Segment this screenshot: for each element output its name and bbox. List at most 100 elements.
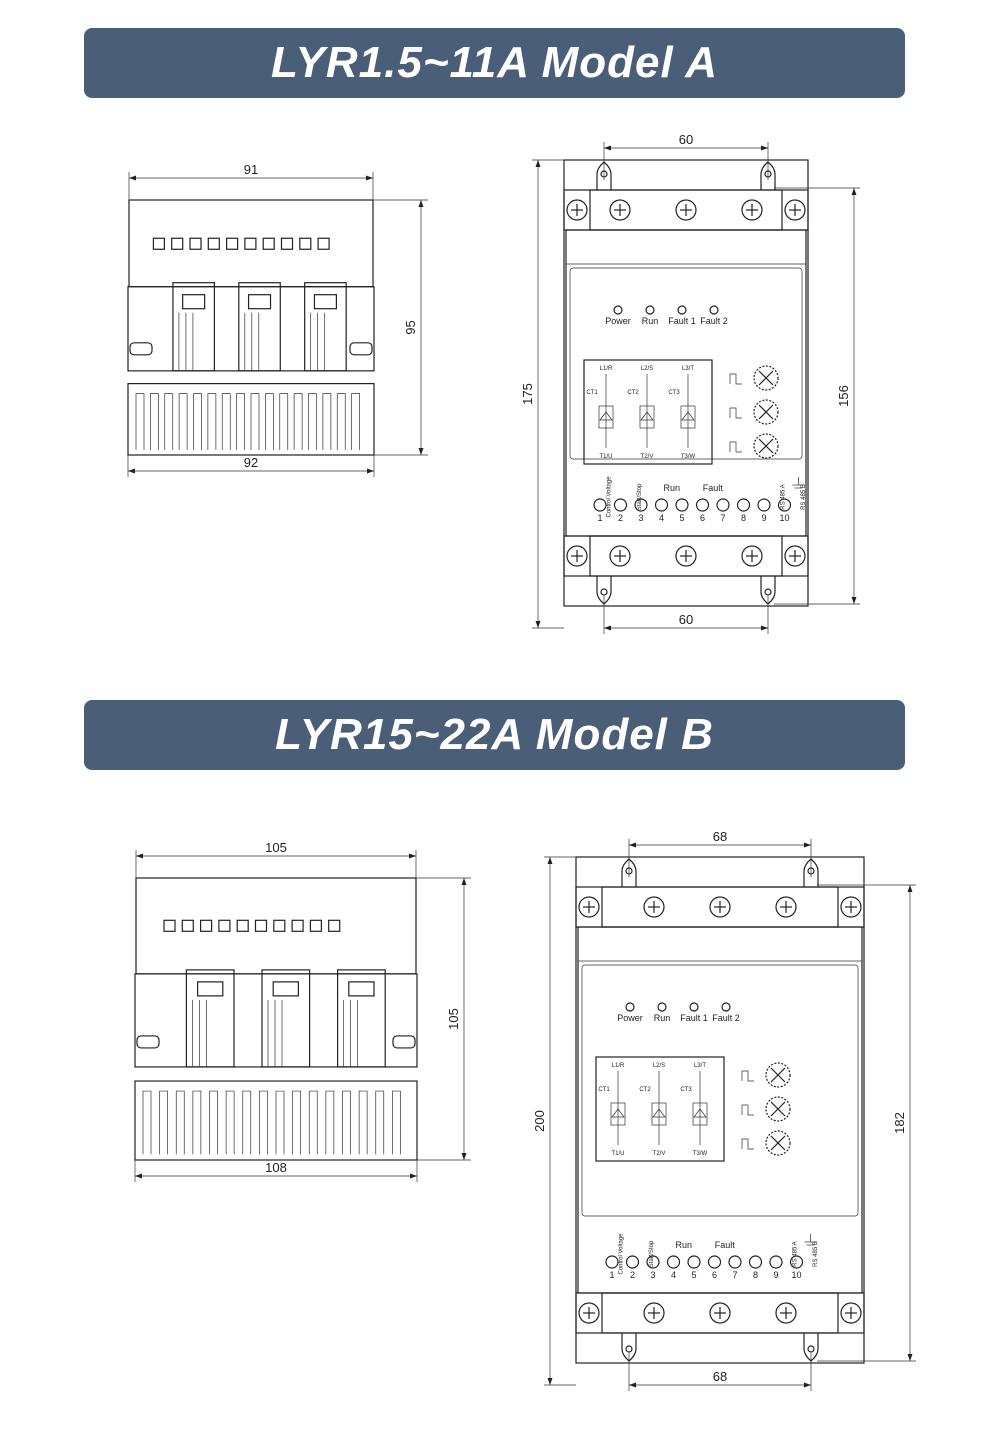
screw-icon xyxy=(609,199,631,221)
thyristor-symbol xyxy=(693,1108,707,1118)
vent-square xyxy=(152,237,165,250)
heat-sink-fin xyxy=(142,1090,152,1155)
dial-curve-icon xyxy=(741,1138,754,1150)
heat-sink-fin xyxy=(175,1090,185,1155)
terminal-label: RS 485 A xyxy=(793,1241,799,1266)
circuit-diagram-box xyxy=(595,1056,725,1162)
phase-top-label: L1/R xyxy=(600,366,613,372)
heat-sink-fin xyxy=(164,393,174,450)
vent-square xyxy=(218,919,231,932)
screw-icon xyxy=(566,199,588,221)
thyristor-symbol xyxy=(681,411,695,421)
terminal-screw xyxy=(313,294,338,310)
terminal-number: 3 xyxy=(650,1270,655,1280)
heat-sink-fin xyxy=(250,393,260,450)
dial-cross xyxy=(758,404,774,420)
terminal-screw-icon xyxy=(634,498,648,512)
heat-sink-fin xyxy=(336,393,346,450)
terminal-screw-icon xyxy=(666,1255,681,1269)
ct-label: CT2 xyxy=(627,390,639,396)
vent-square xyxy=(262,237,275,250)
vent-square xyxy=(200,919,213,932)
terminal-screw-icon xyxy=(789,1255,804,1269)
mounting-hole xyxy=(807,1345,815,1353)
phase-top-label: L2/S xyxy=(653,1063,665,1069)
led-indicator xyxy=(613,305,623,315)
screw-icon xyxy=(643,896,665,918)
terminal-group-label: Fault xyxy=(703,483,724,493)
phase-top-label: L3/T xyxy=(694,1063,706,1069)
phase-bottom-label: T3/W xyxy=(681,454,696,460)
heat-sink-fin xyxy=(259,1090,268,1155)
terminal-screw-icon xyxy=(613,498,628,512)
vent-square xyxy=(236,919,249,932)
dial-curve-icon xyxy=(729,441,742,453)
terminal-screw xyxy=(247,294,272,310)
adjust-dial xyxy=(753,365,779,391)
phase-bottom-label: T1/U xyxy=(611,1151,624,1157)
terminal-group-label: Run xyxy=(675,1240,692,1250)
mounting-hole xyxy=(625,1345,633,1353)
terminal-screw-icon xyxy=(654,498,669,512)
heat-sink-fin xyxy=(308,393,317,450)
led-label: Power xyxy=(617,1013,643,1023)
phase-bottom-label: T2/V xyxy=(641,454,654,460)
dial-cross xyxy=(770,1135,786,1151)
screw-icon xyxy=(709,1302,731,1324)
terminal-number: 2 xyxy=(630,1270,635,1280)
vent-square xyxy=(317,237,330,250)
control-panel xyxy=(581,964,859,1217)
vent-square xyxy=(309,919,322,932)
front-body xyxy=(577,926,863,1294)
side-clip-right xyxy=(349,342,373,356)
heat-sink-fin xyxy=(293,393,303,450)
terminal-screw-icon xyxy=(728,1255,742,1269)
heat-sink-fin xyxy=(325,1090,335,1155)
vent-square xyxy=(299,237,312,250)
screw-icon xyxy=(775,1302,797,1324)
screw-icon xyxy=(578,896,600,918)
heat-sink-fin xyxy=(178,393,188,450)
heat-sink-fin xyxy=(375,1090,385,1155)
terminal-label: RS 485 B xyxy=(801,484,807,510)
terminal-label: RS 485 B xyxy=(813,1241,819,1267)
led-label: Fault 1 xyxy=(668,316,696,326)
dim-bottom-width-label: 92 xyxy=(244,455,258,470)
terminal-block xyxy=(304,282,347,372)
dim-side-height-label: 95 xyxy=(403,320,418,334)
screw-icon xyxy=(784,545,806,567)
heat-sink-fin xyxy=(392,1090,401,1155)
screw-icon xyxy=(609,545,631,567)
led-label: Fault 1 xyxy=(680,1013,708,1023)
dim-side-height-label: 105 xyxy=(446,1008,461,1030)
heat-sink-fin xyxy=(351,393,360,450)
thyristor-box xyxy=(651,1102,667,1126)
side-clip-left xyxy=(136,1035,160,1049)
heat-sink-fin xyxy=(358,1090,368,1155)
heat-sink-fin xyxy=(207,393,217,450)
thyristor-box xyxy=(680,405,696,429)
front-outer-frame xyxy=(563,159,809,607)
terminal-screw-icon xyxy=(675,498,689,512)
terminal-screw xyxy=(197,981,224,997)
terminal-number: 1 xyxy=(597,513,602,523)
heat-sink-fin xyxy=(308,1090,318,1155)
heat-sink-fin xyxy=(225,1090,235,1155)
led-indicator xyxy=(689,1002,699,1012)
side-middle-body xyxy=(134,973,418,1068)
terminal-screw-icon xyxy=(736,498,751,512)
terminal-block xyxy=(185,969,235,1068)
heat-sink-fin xyxy=(221,393,231,450)
terminal-number: 9 xyxy=(773,1270,778,1280)
side-clip-left xyxy=(129,342,153,356)
heat-sink-fin xyxy=(279,393,289,450)
dial-cross xyxy=(770,1067,786,1083)
thyristor-symbol xyxy=(640,411,654,421)
terminal-block xyxy=(337,969,386,1068)
dial-cross xyxy=(758,370,774,386)
ct-label: CT1 xyxy=(598,1087,610,1093)
vent-square xyxy=(163,919,176,932)
heat-sink-fin xyxy=(150,393,159,450)
